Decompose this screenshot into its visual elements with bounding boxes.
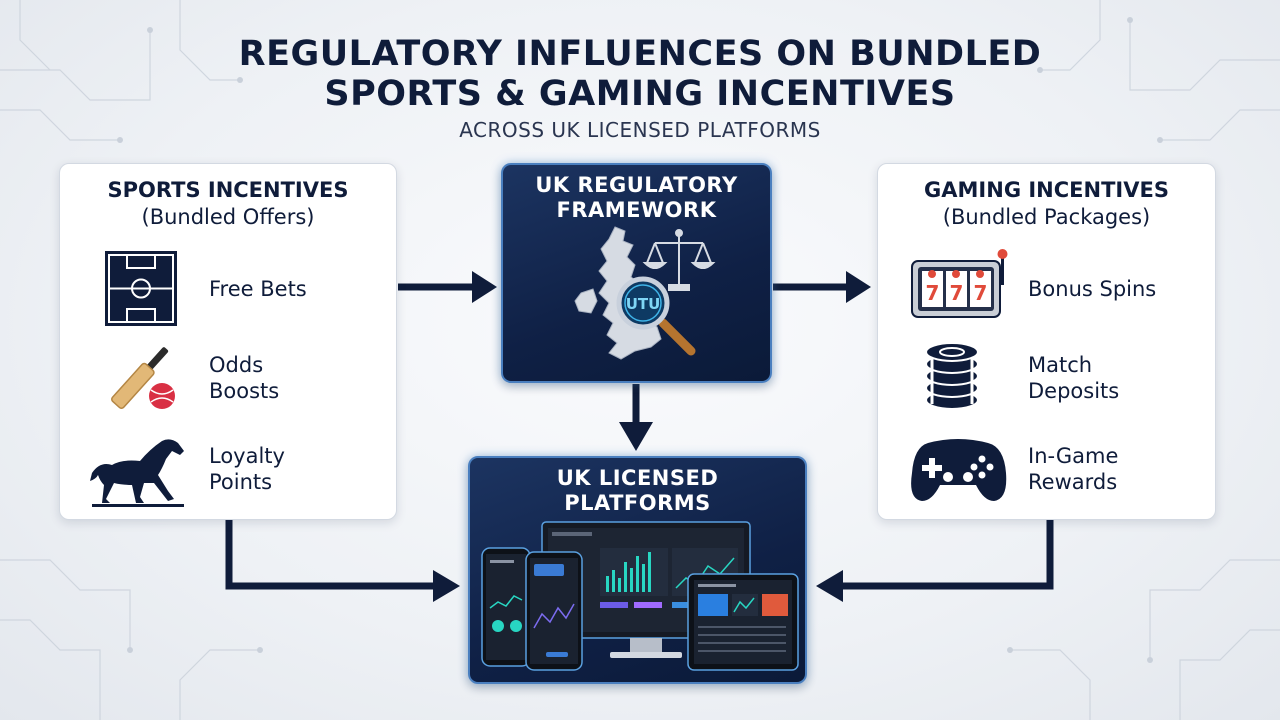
in-game-rewards-label-line-1: In-Game <box>1028 444 1119 468</box>
magnifier-text: UTU <box>626 295 661 313</box>
gaming-item-match-deposits: Match Deposits <box>918 338 1208 418</box>
phone-right-icon <box>525 551 583 671</box>
odds-boosts-label-line-2: Boosts <box>209 379 280 403</box>
free-bets-label-text: Free Bets <box>209 277 307 301</box>
match-deposits-label-line-1: Match <box>1028 353 1093 377</box>
arrow-sports-to-platforms <box>225 520 433 590</box>
sports-incentives-panel: SPORTS INCENTIVES (Bundled Offers) Free … <box>59 163 397 520</box>
free-bets-label: Free Bets <box>209 249 307 329</box>
slot-reel-3: 7 <box>974 281 988 305</box>
page-title-line-1: REGULATORY INFLUENCES ON BUNDLED <box>238 34 1042 74</box>
devices-illustration <box>481 521 799 671</box>
match-deposits-label: Match Deposits <box>1028 338 1119 418</box>
platforms-title-line-2: PLATFORMS <box>564 491 711 515</box>
platforms-title-line-1: UK LICENSED <box>556 466 719 490</box>
sports-item-loyalty-points: Loyalty Points <box>88 429 388 509</box>
arrow-gaming-to-platforms <box>843 520 1054 590</box>
tablet-dashboard-icon <box>687 573 799 671</box>
uk-regulatory-framework-box: UK REGULATORY FRAMEWORK UTU <box>501 163 772 383</box>
in-game-rewards-label-line-2: Rewards <box>1028 470 1118 494</box>
page-subtitle: ACROSS UK LICENSED PLATFORMS <box>459 118 821 142</box>
sports-item-odds-boosts: Odds Boosts <box>102 338 392 418</box>
odds-boosts-label: Odds Boosts <box>209 338 279 418</box>
framework-illustration: UTU <box>574 226 716 360</box>
loyalty-points-label: Loyalty Points <box>209 429 285 509</box>
framework-title-line-1: UK REGULATORY <box>535 173 738 197</box>
phone-left-icon <box>481 547 531 667</box>
bonus-spins-label: Bonus Spins <box>1028 249 1156 329</box>
loyalty-points-label-line-2: Points <box>209 470 273 494</box>
in-game-rewards-label: In-Game Rewards <box>1028 429 1118 509</box>
sports-panel-title: SPORTS INCENTIVES <box>107 178 349 202</box>
uk-licensed-platforms-box: UK LICENSED PLATFORMS <box>468 456 807 684</box>
magnifying-glass-icon: UTU <box>616 276 696 356</box>
gaming-item-bonus-spins: 7 7 7 Bonus Spins <box>910 249 1210 329</box>
odds-boosts-label-line-1: Odds <box>209 353 264 377</box>
loyalty-points-label-line-1: Loyalty <box>209 444 285 468</box>
game-controller-icon <box>910 429 1007 509</box>
scales-of-justice-icon <box>642 229 716 291</box>
poker-chips-icon <box>918 338 1010 418</box>
sports-item-free-bets: Free Bets <box>102 249 392 329</box>
bonus-spins-label-text: Bonus Spins <box>1028 277 1157 301</box>
gaming-panel-title: GAMING INCENTIVES <box>924 178 1169 202</box>
gaming-item-in-game-rewards: In-Game Rewards <box>910 429 1210 509</box>
match-deposits-label-line-2: Deposits <box>1028 379 1120 403</box>
slot-machine-icon: 7 7 7 <box>910 249 1008 329</box>
gaming-incentives-panel: GAMING INCENTIVES (Bundled Packages) 7 7… <box>877 163 1216 520</box>
racehorse-icon <box>88 429 184 509</box>
football-pitch-icon <box>102 249 194 329</box>
gaming-panel-subtitle: (Bundled Packages) <box>942 205 1151 229</box>
cricket-bat-ball-icon <box>102 338 194 418</box>
slot-reel-1: 7 <box>926 281 940 305</box>
sports-panel-subtitle: (Bundled Offers) <box>141 205 315 229</box>
slot-reel-2: 7 <box>950 281 964 305</box>
framework-title-line-2: FRAMEWORK <box>556 198 717 222</box>
page-title-line-2: SPORTS & GAMING INCENTIVES <box>324 74 956 114</box>
